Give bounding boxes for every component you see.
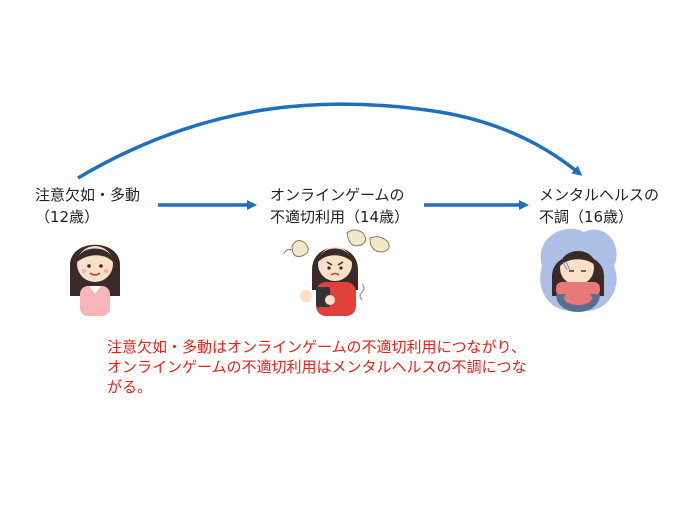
stage-label-attention-deficit: 注意欠如・多動 （12歳）	[35, 184, 140, 228]
stage-1-line-2: （12歳）	[35, 208, 100, 226]
stage-label-online-gaming: オンラインゲームの 不適切利用（14歳）	[270, 184, 409, 228]
girl-gaming-stressed-icon	[283, 229, 390, 316]
long-curved-arrow	[77, 102, 583, 180]
stage-2-line-1: オンラインゲームの	[270, 186, 405, 204]
girl-depressed-icon	[540, 228, 617, 312]
stage-2-line-2: 不適切利用（14歳）	[270, 208, 410, 226]
stage-label-mental-health: メンタルヘルスの 不調（16歳）	[539, 184, 659, 228]
caption: 注意欠如・多動はオンラインゲームの不適切利用につながり、 オンラインゲームの不適…	[107, 337, 607, 397]
caption-line-1: 注意欠如・多動はオンラインゲームの不適切利用につながり、	[107, 338, 526, 356]
caption-line-3: がる。	[107, 378, 153, 396]
girl-happy-icon	[70, 244, 120, 316]
stage-3-line-2: 不調（16歳）	[539, 208, 634, 226]
caption-line-2: オンラインゲームの不適切利用はメンタルヘルスの不調につな	[107, 358, 527, 376]
stage-1-line-1: 注意欠如・多動	[35, 186, 141, 204]
stage-3-line-1: メンタルヘルスの	[539, 186, 660, 204]
